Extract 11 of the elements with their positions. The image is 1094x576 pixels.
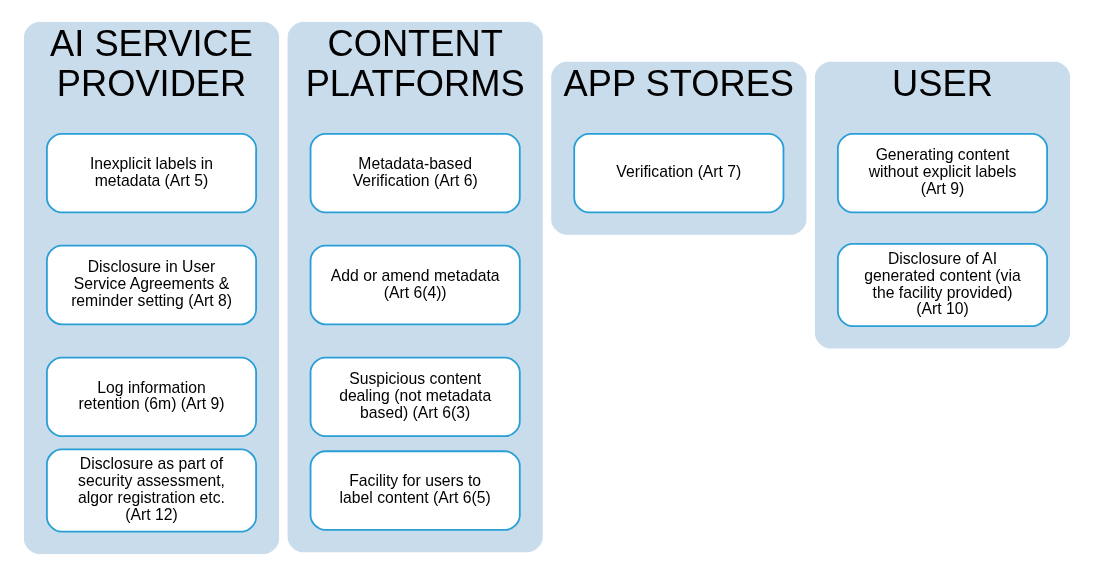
node-box: Facility for users to label content (Art 6(5) <box>309 450 521 531</box>
node-box: Generating content without explicit labels (Art 9) <box>836 132 1048 214</box>
node-box: Suspicious content dealing (not metadata based) (Art 6(3) <box>309 356 521 438</box>
node-box: Verification (Art 7) <box>573 132 785 214</box>
node-box: Disclosure in User Service Agreements & reminder setting (Art 8) <box>46 244 258 326</box>
node-box: Disclosure as part of security assessment, algor registration etc. (Art 12) <box>46 448 258 533</box>
node-box: Metadata-based Verification (Art 6) <box>309 132 521 214</box>
node-box: Log information retention (6m) (Art 9) <box>46 356 258 438</box>
node-box: Add or amend metadata (Art 6(4)) <box>309 244 521 326</box>
node-box: Disclosure of AI generated content (via the facility provided) (Art 10) <box>836 242 1048 327</box>
node-box: Inexplicit labels in metadata (Art 5) <box>46 132 258 214</box>
